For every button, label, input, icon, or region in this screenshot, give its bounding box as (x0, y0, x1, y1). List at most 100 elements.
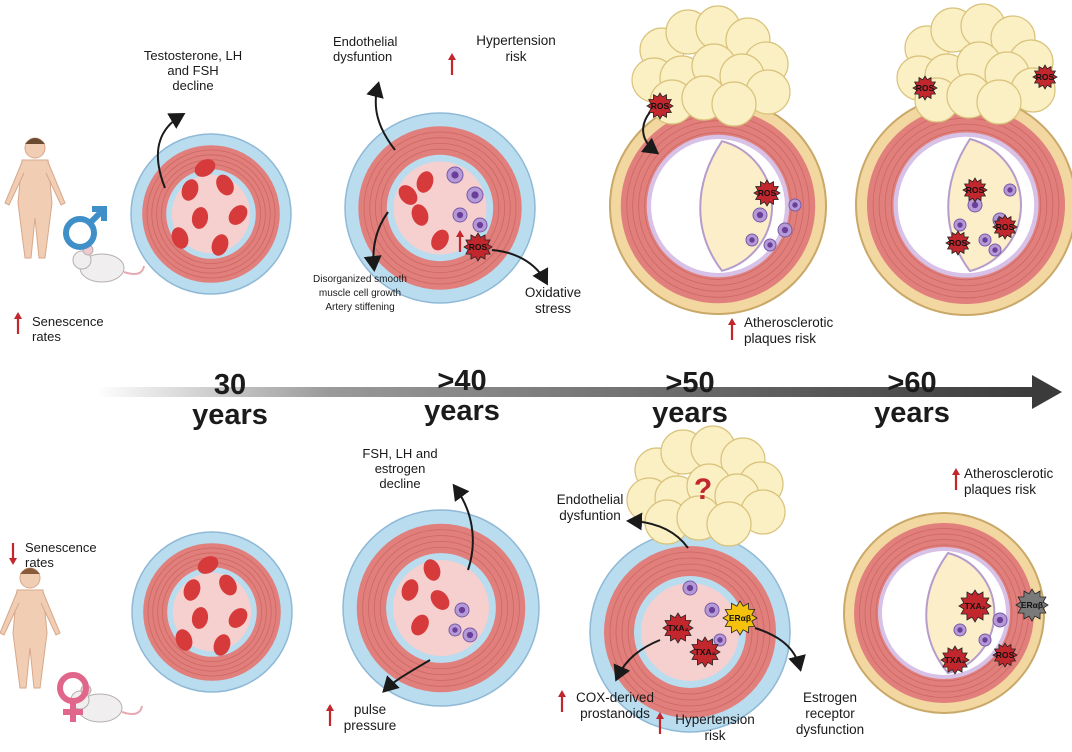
svg-text:ERαβ: ERαβ (729, 613, 751, 623)
adipocyte (711, 81, 757, 127)
svg-text:ROS: ROS (996, 650, 1015, 660)
mouse-figure (72, 244, 145, 283)
annotation-arrows (156, 81, 806, 693)
plaque (925, 551, 996, 675)
vessel-male-50: ROS (609, 97, 827, 315)
tag-txa2: TXA₂ (958, 589, 992, 623)
red-blood-cell (175, 629, 193, 651)
svg-text:ROS: ROS (949, 238, 968, 248)
svg-text:ROS: ROS (916, 83, 935, 93)
arrow-male-smooth (363, 211, 389, 272)
female-endothelial-label: Endothelial dysfuntion (556, 492, 624, 523)
svg-text:TXA₂: TXA₂ (965, 601, 986, 611)
vessel-male-30 (130, 133, 292, 295)
red-blood-cell (191, 607, 209, 629)
vessel-female-30 (131, 531, 293, 693)
svg-text:ROS: ROS (651, 101, 670, 111)
red-blood-cell (181, 179, 199, 201)
adipose-clusters: ROS ROS ROS (626, 3, 1058, 547)
female-cox-label: COX-derived prostanoids (575, 690, 655, 721)
red-blood-cell (197, 556, 219, 574)
red-blood-cell (191, 207, 209, 229)
vessel-male-60: ROS ROS ROS (855, 94, 1072, 316)
red-blood-cell (416, 171, 434, 193)
figures (0, 137, 145, 723)
tag-ros: ROS (912, 75, 938, 101)
female-senescence-label: Senescence rates (25, 540, 97, 570)
female-hormone-label: FSH, LH and estrogen decline (362, 446, 438, 491)
lumen (641, 583, 739, 681)
tag-txa2: TXA₂ (689, 636, 721, 668)
tag-ros: ROS (463, 232, 493, 262)
arrow-female-cox (613, 639, 661, 682)
male-smooth-muscle-label: Disorganized smooth muscle cell growth A… (313, 274, 407, 313)
arrow-female-pulse (382, 659, 431, 693)
arrow-male-oxidative (491, 249, 549, 286)
tag-ros: ROS (992, 642, 1018, 668)
red-blood-cell (411, 204, 429, 226)
male-hormone-label: Testosterone, LH and FSH decline (143, 48, 243, 93)
male-senescence-label: Senescence rates (32, 314, 104, 344)
tag-ros: ROS (945, 230, 971, 256)
male-hypertension-label: Hypertension risk (476, 33, 556, 64)
tag-ros: ROS (753, 179, 781, 207)
red-blood-cell (411, 614, 429, 636)
svg-text:ROS: ROS (1036, 72, 1055, 82)
tag-ros: ROS (992, 214, 1018, 240)
adipocyte (976, 79, 1022, 125)
vessel-female-40 (342, 509, 540, 707)
svg-text:TXA₂: TXA₂ (695, 647, 716, 657)
red-blood-cell (228, 608, 248, 628)
woman-figure (0, 567, 61, 689)
red-blood-cell (183, 579, 201, 601)
red-blood-cell (430, 590, 450, 610)
svg-text:ERαβ: ERαβ (1021, 600, 1043, 610)
female-symbol-icon (57, 672, 89, 722)
female-athero-label: Atherosclerotic plaques risk (964, 466, 1054, 497)
vessel-male-40: ROS (344, 112, 536, 304)
red-blood-cell (211, 234, 229, 256)
female-pulse-label: pulse pressure (343, 702, 397, 733)
arrow-male-endothelial (366, 81, 396, 151)
red-blood-cell (219, 574, 237, 596)
svg-text:ROS: ROS (469, 242, 488, 252)
svg-text:TXA₂: TXA₂ (945, 655, 966, 665)
adipocyte (706, 501, 752, 547)
tag-er: ERαβ (1015, 588, 1049, 622)
tag-ros: ROS (1032, 64, 1058, 90)
tag-txa2: TXA₂ (662, 612, 694, 644)
arrow-female-er (754, 627, 806, 672)
timeline-arrow (95, 375, 1062, 409)
svg-text:TXA₂: TXA₂ (668, 623, 689, 633)
arrow-female-endothelial (626, 512, 689, 549)
red-blood-cell (171, 227, 189, 249)
fat-male-60 (896, 3, 1056, 125)
female-estrogen-receptor-label: Estrogen receptor dysfunction (795, 690, 865, 737)
male-athero-label: Atherosclerotic plaques risk (744, 315, 834, 346)
red-blood-cell (228, 205, 248, 225)
tag-er: ERαβ (722, 600, 758, 636)
male-symbol-icon (63, 206, 107, 250)
svg-text:ROS: ROS (996, 222, 1015, 232)
red-blood-cell (398, 185, 418, 205)
svg-text:ROS: ROS (966, 185, 985, 195)
male-endothelial-label: Endothelial dysfuntion (333, 34, 398, 64)
male-oxidative-label: Oxidative stress (524, 285, 582, 316)
man-figure (4, 137, 66, 259)
red-blood-cell (213, 634, 231, 656)
tag-ros: ROS (962, 177, 988, 203)
tag-txa2: TXA₂ (940, 645, 970, 675)
red-blood-cell (423, 559, 441, 581)
question-mark: ? (694, 473, 712, 506)
fat-female-50 (626, 425, 786, 547)
svg-text:ROS: ROS (758, 188, 777, 198)
arrow-male-hormones (156, 112, 186, 189)
red-blood-cell (194, 159, 216, 177)
arrow-male-ros-fat (641, 111, 660, 155)
